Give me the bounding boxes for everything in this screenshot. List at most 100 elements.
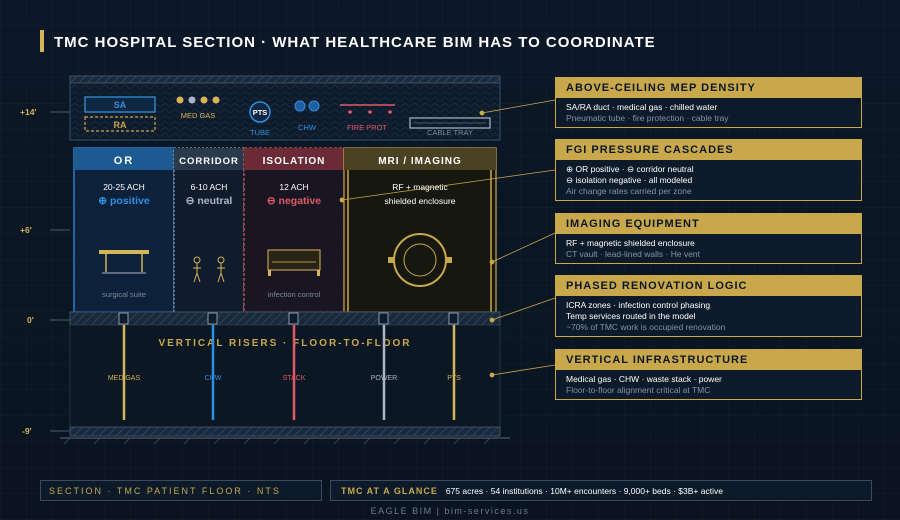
card-title: FGI PRESSURE CASCADES xyxy=(556,140,861,160)
card-line: Temp services routed in the model xyxy=(566,311,696,321)
corridor-room-fill xyxy=(173,147,245,313)
mri-title: MRI / IMAGING xyxy=(378,156,462,167)
roof-slab xyxy=(69,75,501,84)
mri-scanner-side xyxy=(388,257,394,263)
pneumatic-tube-icon xyxy=(249,101,271,123)
riser-label-med-gas: MED GAS xyxy=(108,375,141,382)
fire-prot-label: FIRE PROT xyxy=(347,123,387,132)
patient-bed-icon xyxy=(267,249,321,271)
elevation-markers: +14' +6' 0' -9' xyxy=(20,107,70,436)
riser-label-pts: PTS xyxy=(447,375,461,382)
basement-slab xyxy=(69,426,501,437)
or-room-fill xyxy=(73,147,175,313)
room-corridor: CORRIDOR 6-10 ACH ⊖ neutral xyxy=(173,147,245,313)
card-mep-density: ABOVE-CEILING MEP DENSITY SA/RA duct · m… xyxy=(555,77,862,128)
card-title: VERTICAL INFRASTRUCTURE xyxy=(556,350,861,370)
risers-title: VERTICAL RISERS · FLOOR-TO-FLOOR xyxy=(158,338,411,349)
card-pressure-cascades: FGI PRESSURE CASCADES ⊕ OR positive · ⊖ … xyxy=(555,139,862,201)
or-caption: surgical suite xyxy=(102,290,146,299)
sprinkler-head-icon xyxy=(388,110,392,114)
section-label-box: SECTION · TMC PATIENT FLOOR · NTS xyxy=(40,480,322,501)
isolation-header xyxy=(244,148,344,170)
supply-air-label: SA xyxy=(114,100,127,110)
card-subline: CT vault · lead-lined walls · He vent xyxy=(566,249,701,259)
corridor-header xyxy=(174,148,244,170)
riser-label-stack: STACK xyxy=(283,375,306,382)
section-label: SECTION · TMC PATIENT FLOOR · NTS xyxy=(49,485,281,496)
med-gas-label: MED GAS xyxy=(181,111,216,120)
card-title: PHASED RENOVATION LOGIC xyxy=(556,276,861,296)
supply-air-duct xyxy=(84,96,156,113)
card-subline: ~70% of TMC work is occupied renovation xyxy=(566,322,726,332)
return-air-label: RA xyxy=(114,120,127,130)
sprinkler-head-icon xyxy=(368,110,372,114)
riser-sleeve xyxy=(288,312,299,325)
mri-scanner-side xyxy=(446,257,452,263)
footer-credit: EAGLE BIM | bim-services.us xyxy=(370,506,530,516)
isolation-title: ISOLATION xyxy=(263,156,326,167)
riser-sleeve xyxy=(118,312,129,325)
chilled-water-pipe-icon xyxy=(308,100,320,112)
card-subline: Floor-to-floor alignment critical at TMC xyxy=(566,385,711,395)
card-subline: Air change rates carried per zone xyxy=(566,186,692,196)
isolation-ach: 12 ACH xyxy=(279,182,308,192)
glance-text: 675 acres · 54 institutions · 10M+ encou… xyxy=(445,485,723,496)
elevation-label: +6' xyxy=(20,225,32,235)
medical-gas-pipe-icon xyxy=(200,96,208,104)
card-line: SA/RA duct · medical gas · chilled water xyxy=(566,102,718,112)
corridor-title: CORRIDOR xyxy=(179,156,239,167)
card-line: ⊖ isolation negative · all modeled xyxy=(566,175,693,185)
page-title: TMC HOSPITAL SECTION · WHAT HEALTHCARE B… xyxy=(54,34,656,51)
elevation-label: +14' xyxy=(20,107,36,117)
card-line: ⊕ OR positive · ⊖ corridor neutral xyxy=(566,164,694,174)
card-vertical-infrastructure: VERTICAL INFRASTRUCTURE Medical gas · CH… xyxy=(555,349,862,400)
chilled-water-pipe-icon xyxy=(294,100,306,112)
mri-line1: RF + magnetic xyxy=(392,182,448,192)
mri-room-fill xyxy=(343,147,497,313)
chw-label: CHW xyxy=(298,123,317,132)
person-icon xyxy=(217,256,225,283)
mri-scanner-bore-icon xyxy=(403,243,437,277)
riser-sleeve xyxy=(207,312,218,325)
elevation-label: 0' xyxy=(27,315,34,325)
sprinkler-head-icon xyxy=(348,110,352,114)
ground-hatch xyxy=(63,437,491,445)
person-icon xyxy=(193,256,201,283)
or-pressure: ⊕ positive xyxy=(98,195,150,207)
medical-gas-pipe-icon xyxy=(176,96,184,104)
glance-label: TMC AT A GLANCE xyxy=(341,485,438,496)
glance-box: TMC AT A GLANCE 675 acres · 54 instituti… xyxy=(330,480,872,501)
pts-badge: PTS xyxy=(253,108,268,117)
lower-floor-zone xyxy=(69,324,501,428)
room-isolation: ISOLATION 12 ACH ⊖ negative infection co… xyxy=(243,147,345,313)
medical-gas-pipe-icon xyxy=(212,96,220,104)
or-header xyxy=(74,148,174,170)
isolation-room-fill xyxy=(243,147,345,313)
card-subline: Pneumatic tube · fire protection · cable… xyxy=(566,113,729,123)
corridor-ach: 6-10 ACH xyxy=(191,182,228,192)
or-title: OR xyxy=(114,155,135,167)
isolation-pressure: ⊖ negative xyxy=(267,195,321,207)
mri-header xyxy=(344,148,496,170)
cable-tray xyxy=(409,117,491,129)
card-line: Medical gas · CHW · waste stack · power xyxy=(566,374,722,384)
medical-gas-pipe-icon xyxy=(188,96,196,104)
card-line: ICRA zones · infection control phasing xyxy=(566,300,711,310)
riser-sleeve xyxy=(448,312,459,325)
corridor-pressure: ⊖ neutral xyxy=(186,195,233,207)
or-ach: 20-25 ACH xyxy=(103,182,145,192)
leader-lines xyxy=(339,99,556,378)
mri-line2: shielded enclosure xyxy=(385,196,456,206)
riser-label-power: POWER xyxy=(371,375,397,382)
elevation-label: -9' xyxy=(22,426,32,436)
room-mri-imaging: MRI / IMAGING RF + magnetic shielded enc… xyxy=(343,147,497,313)
return-air-duct xyxy=(84,116,156,132)
floor-slab xyxy=(69,311,501,326)
riser-sleeve xyxy=(378,312,389,325)
surgical-table-icon xyxy=(99,250,149,254)
title-accent-bar xyxy=(40,30,44,52)
room-or: OR 20-25 ACH ⊕ positive surgical suite xyxy=(73,147,175,313)
tube-label: TUBE xyxy=(250,128,270,137)
